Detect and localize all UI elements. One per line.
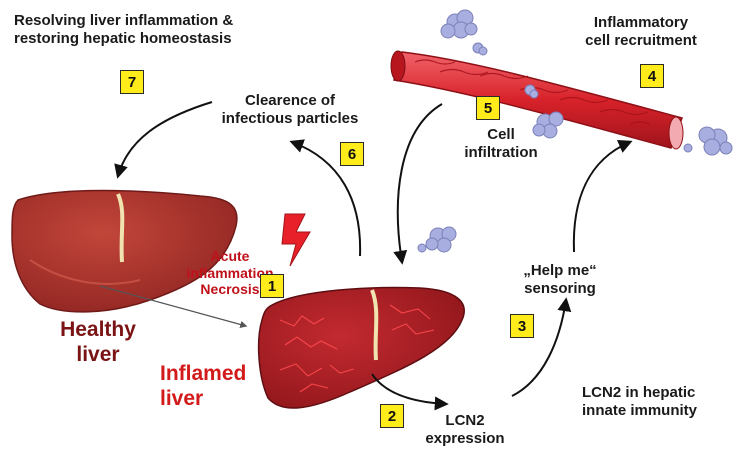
arrow-inflamed-to-expression (371, 373, 449, 411)
healthy-liver-label: Healthy liver (60, 318, 136, 366)
lightning-bolt-icon (281, 213, 311, 267)
lcn2-immunity-label: LCN2 in hepatic innate immunity (582, 384, 698, 419)
arrow-expression-to-sensoring (511, 297, 572, 397)
arrow-vessel-to-inflamed (393, 103, 443, 265)
cell-infiltration-label: Cell infiltration (464, 126, 538, 161)
inflamed-liver-icon (257, 286, 465, 409)
arrow-healthy-to-inflamed (99, 285, 248, 328)
step-badge-1: 1 (260, 274, 284, 298)
resolving-label: Resolving liver inflammation & restoring… (14, 12, 234, 47)
step-badge-2: 2 (380, 404, 404, 428)
immune-cell-cluster-icon (417, 9, 733, 253)
inflammatory-recruitment-label: Inflammatory cell recruitment (585, 14, 697, 49)
step-badge-5: 5 (476, 96, 500, 120)
step-badge-3: 3 (510, 314, 534, 338)
arrow-clearance-to-healthy (114, 101, 213, 179)
healthy-liver-icon (11, 189, 238, 313)
step-badge-6: 6 (340, 142, 364, 166)
inflamed-liver-label: Inflamed liver (160, 362, 247, 410)
acute-inflammation-label: Acute inflammation Necrosis (186, 248, 274, 298)
step-badge-7: 7 (120, 70, 144, 94)
help-me-sensoring-label: „Help me“ sensoring (523, 262, 597, 297)
clearence-label: Clearence of infectious particles (221, 92, 359, 127)
arrow-sensoring-to-vessel (572, 139, 633, 253)
step-badge-4: 4 (640, 64, 664, 88)
lcn2-expression-label: LCN2 expression (425, 412, 505, 447)
arrow-inflamed-to-clearance (289, 139, 362, 257)
